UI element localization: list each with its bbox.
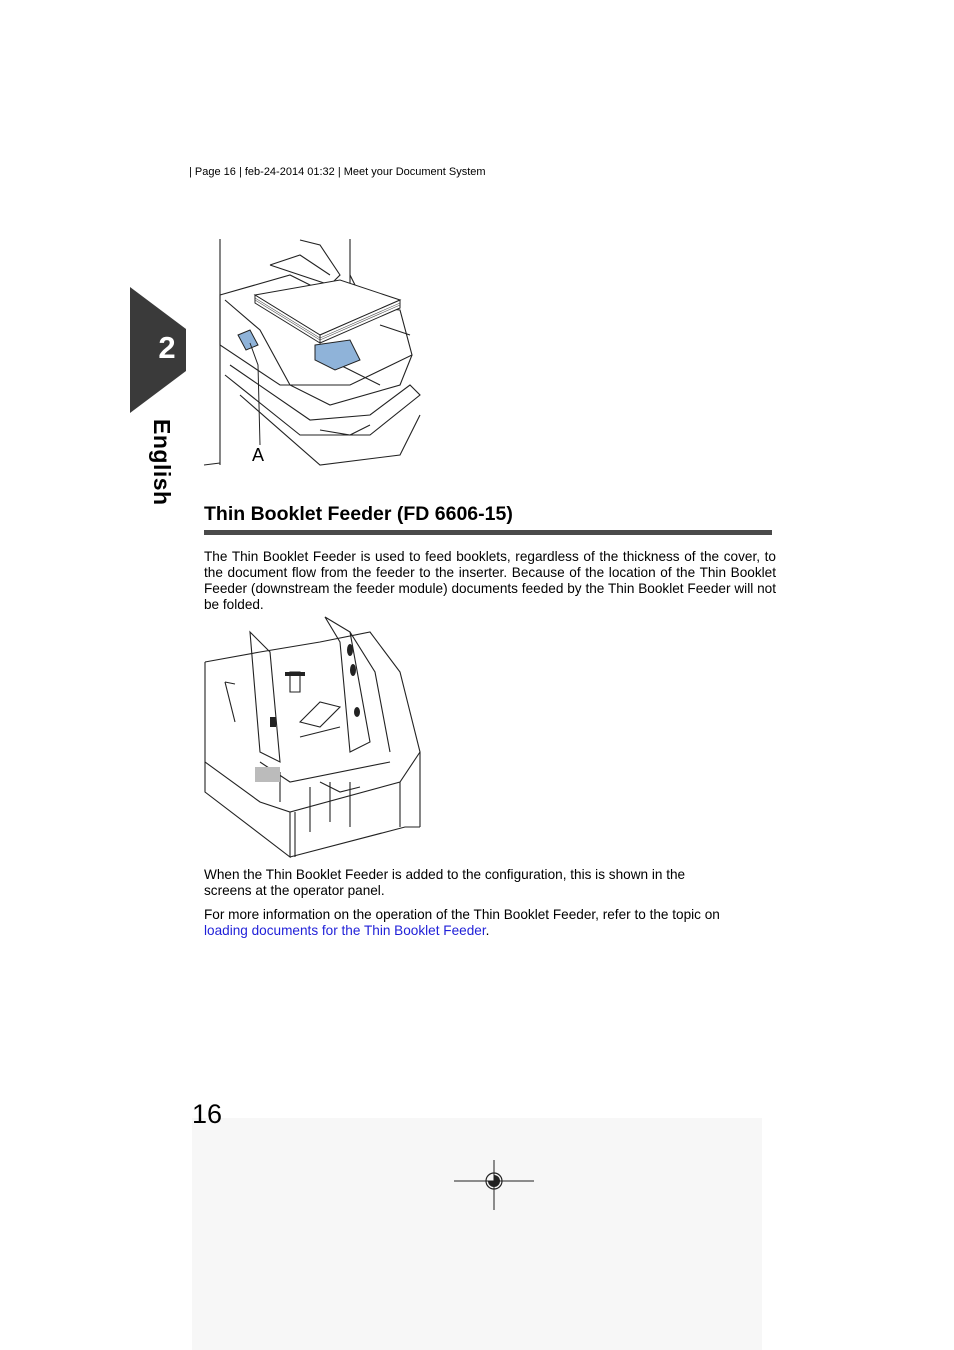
config-line-2: screens at the operator panel. (204, 883, 385, 898)
language-label: English (149, 419, 175, 506)
running-header: | Page 16 | feb-24-2014 01:32 | Meet you… (189, 166, 486, 178)
more-info-paragraph: For more information on the operation of… (204, 907, 776, 939)
more-info-text: For more information on the operation of… (204, 907, 720, 922)
blue-part (314, 339, 361, 371)
lower-background-panel (192, 1118, 762, 1350)
intro-paragraph: The Thin Booklet Feeder is used to feed … (204, 549, 776, 612)
registration-mark-icon (454, 1160, 534, 1210)
more-info-end: . (485, 923, 490, 938)
page-number: 16 (192, 1099, 223, 1129)
loading-documents-link[interactable]: loading documents for the Thin Booklet F… (204, 923, 486, 938)
thin-booklet-feeder-illustration (204, 616, 421, 858)
feeder-tray-illustration: A (203, 239, 421, 466)
chapter-number: 2 (158, 330, 176, 365)
title-rule (204, 530, 772, 535)
chapter-tab (130, 287, 186, 413)
section-title: Thin Booklet Feeder (FD 6606-15) (204, 503, 513, 525)
config-line-1: When the Thin Booklet Feeder is added to… (204, 867, 686, 882)
config-paragraph: When the Thin Booklet Feeder is added to… (204, 867, 776, 899)
callout-label-a: A (252, 445, 264, 465)
